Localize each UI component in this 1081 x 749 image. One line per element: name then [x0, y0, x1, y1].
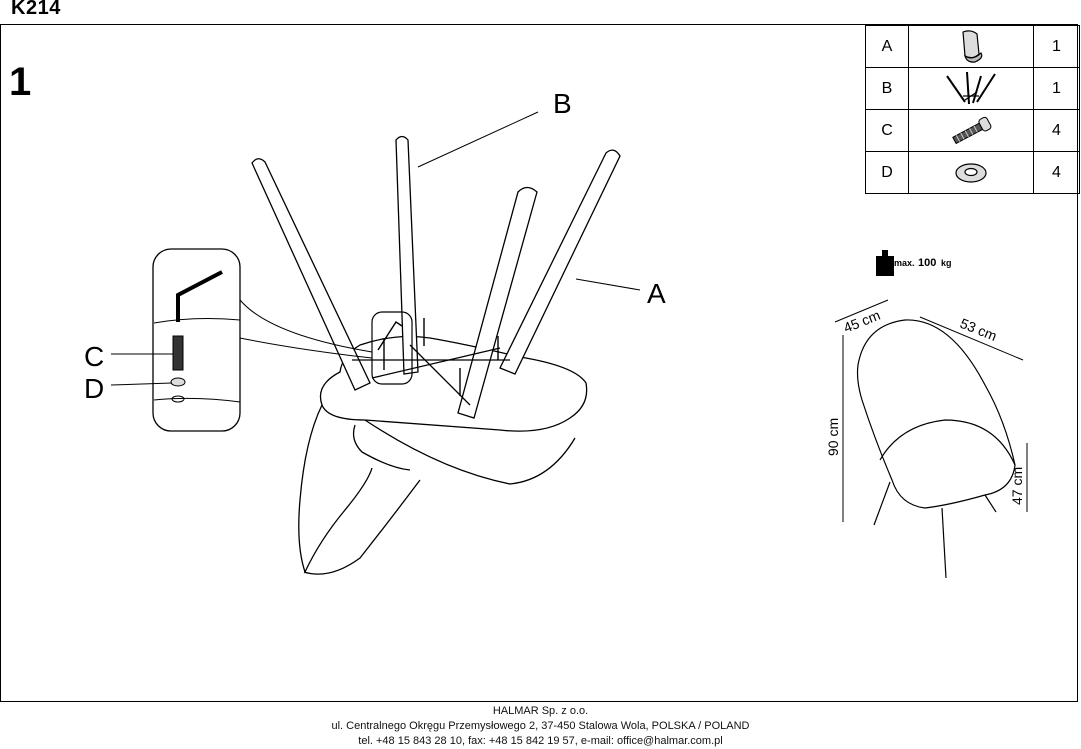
footer-address: ul. Centralnego Okręgu Przemysłowego 2, … [331, 720, 750, 732]
legs-part-b [251, 135, 621, 419]
part-letter: D [865, 151, 909, 194]
seat-part-a [298, 335, 588, 575]
step-number: 1 [9, 60, 32, 104]
part-qty: 1 [1033, 67, 1080, 110]
parts-row-c: C 4 [865, 109, 1080, 152]
part-letter: C [865, 109, 909, 152]
weight-icon [876, 250, 894, 276]
parts-row-b: B 1 [865, 67, 1080, 110]
part-qty: 4 [1033, 109, 1080, 152]
part-qty: 1 [1033, 25, 1080, 68]
washer-detail-icon [170, 377, 186, 387]
part-qty: 4 [1033, 151, 1080, 194]
footer-company: HALMAR Sp. z o.o. [492, 705, 589, 717]
parts-row-d: D 4 [865, 151, 1080, 194]
detail-bubble [152, 248, 373, 432]
footer-contact: tel. +48 15 843 28 10, fax: +48 15 842 1… [358, 735, 723, 747]
frame-bolts [377, 318, 499, 396]
callout-lines [110, 111, 641, 386]
instruction-sheet [0, 24, 1078, 702]
dimension-chair-drawing [856, 319, 1016, 579]
capacity-unit: kg [941, 258, 952, 268]
dimension-lines [834, 299, 1028, 522]
part-letter: B [865, 67, 909, 110]
allen-key-icon [176, 270, 223, 322]
capacity-value: 100 [918, 257, 936, 269]
chair-legs-icon [908, 67, 1034, 110]
dim-seat-height-label: 47 cm [1009, 467, 1025, 505]
callout-label-b: B [553, 88, 572, 119]
parts-table: A 1 B 1 C [865, 25, 1080, 194]
dim-width-label: 53 cm [958, 315, 999, 344]
callout-label-a: A [647, 278, 666, 309]
bolt-icon [908, 109, 1034, 152]
footer: HALMAR Sp. z o.o. ul. Centralnego Okręgu… [0, 704, 1081, 749]
capacity-prefix: max. [894, 258, 915, 268]
detail-highlight [371, 311, 413, 385]
washer-icon [908, 151, 1034, 194]
callout-label-d: D [84, 373, 104, 404]
model-code: K214 [11, 0, 61, 19]
callout-label-c: C [84, 341, 104, 372]
bolt-detail-icon [172, 335, 184, 371]
dim-height-label: 90 cm [825, 418, 841, 456]
